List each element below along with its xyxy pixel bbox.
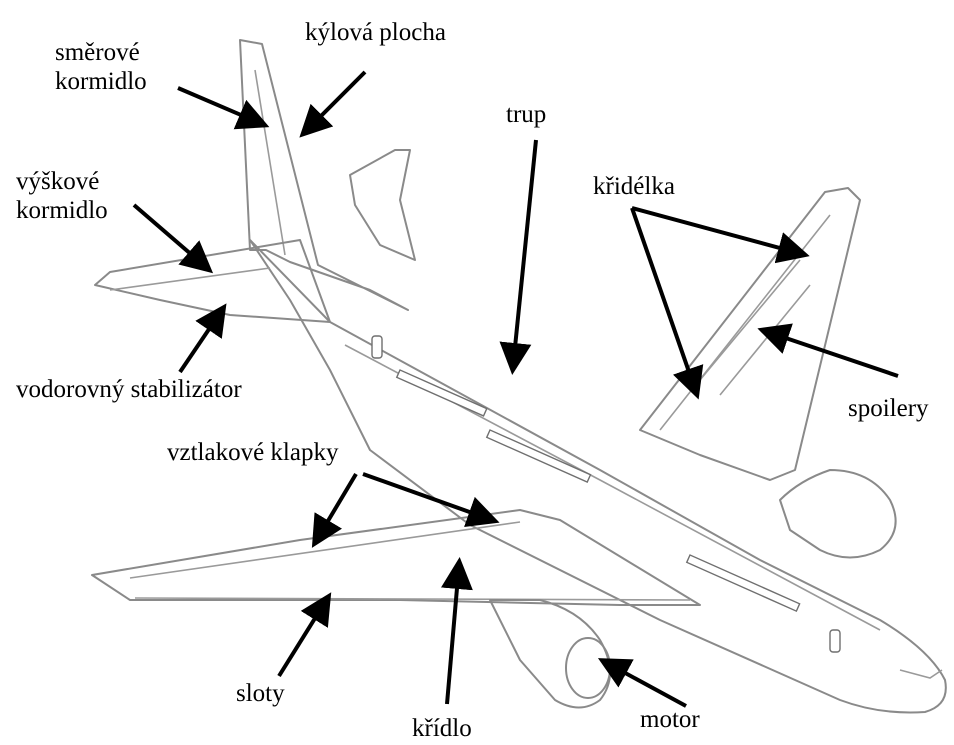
label-kridelka: křidélka [593,172,675,201]
label-motor: motor [640,705,700,734]
arrow-elevator [134,205,207,268]
door [372,336,382,358]
vertical-fin [240,40,408,310]
door [830,630,840,652]
label-vztlakove-klapky: vztlakové klapky [167,438,338,467]
near-wing [92,510,700,605]
far-engine [780,470,896,558]
label-smerove-line2: kormidlo [55,67,147,96]
arrow-motor [605,662,686,706]
label-vyskove-line2: kormidlo [16,196,108,225]
label-kylova-plocha: kýlová plocha [305,18,446,47]
label-smerove-line1: směrové [55,38,147,67]
label-vodorovny-stabilizator: vodorovný stabilizátor [16,375,242,404]
arrow-aileron-low [632,208,696,392]
arrow-trup [513,140,536,367]
far-wing [640,188,860,480]
near-engine [490,600,610,708]
arrow-rudder [178,88,262,124]
far-stabilizer [350,150,415,260]
elevator [110,268,270,290]
label-vyskove-line1: výškové [16,167,108,196]
arrow-spoilers [765,331,898,376]
cockpit-windows [900,670,942,678]
arrow-fin [305,72,365,132]
label-sloty: sloty [236,679,285,708]
arrow-stabilizer [180,310,222,372]
spoiler-panels [700,260,810,395]
label-vyskove-kormidlo: výškové kormidlo [16,167,108,225]
label-kridlo: křídlo [412,714,472,743]
label-smerove-kormidlo: směrové kormidlo [55,38,147,96]
label-spoilery: spoilery [848,394,929,423]
engine-intake [566,638,610,698]
arrow-slots [279,599,327,676]
arrow-aileron-top [632,208,802,254]
rudder [255,70,285,255]
arrow-wing [447,565,459,704]
arrow-flap-left [316,474,356,541]
label-trup: trup [506,100,546,129]
flap-line [130,522,520,578]
arrow-flap-right [363,474,492,520]
